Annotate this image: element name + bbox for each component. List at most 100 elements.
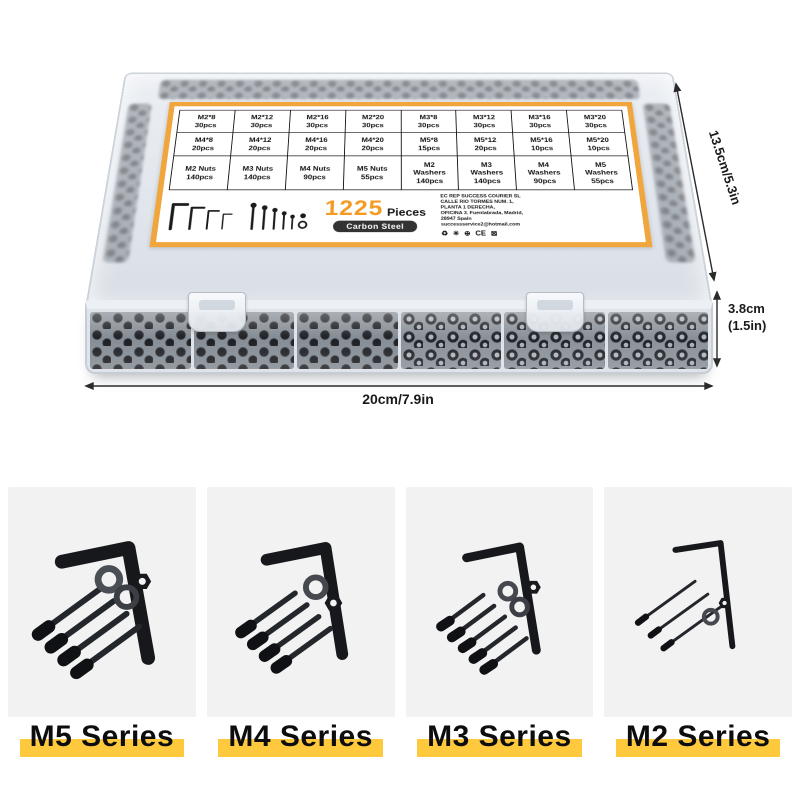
series-panels bbox=[8, 487, 792, 717]
spec-size: M2*8 bbox=[197, 113, 216, 121]
hardware-through-lid bbox=[102, 103, 152, 263]
spec-size: M2*16 bbox=[306, 113, 329, 121]
hex-keys-icon bbox=[163, 198, 241, 232]
washer-icon bbox=[702, 607, 720, 626]
spec-qty: 30pcs bbox=[473, 121, 496, 129]
spec-size: M2*20 bbox=[361, 113, 385, 121]
material-badge: Carbon Steel bbox=[332, 220, 418, 232]
spec-qty: 30pcs bbox=[250, 121, 273, 129]
spec-size: M5 Nuts bbox=[356, 164, 388, 173]
seal-icon: ✳ bbox=[452, 229, 460, 238]
spec-size: M3*8 bbox=[419, 113, 438, 121]
spec-size: M5*20 bbox=[586, 136, 610, 144]
spec-size: M4 bbox=[537, 160, 550, 169]
spec-size: M2*12 bbox=[250, 113, 274, 121]
spec-type: Washers bbox=[413, 168, 446, 177]
nut-icon bbox=[526, 580, 542, 594]
washer-icon bbox=[113, 584, 140, 610]
hardware-through-lid bbox=[157, 79, 641, 100]
spec-size: M4*12 bbox=[248, 136, 272, 144]
spec-size: M4*20 bbox=[361, 136, 384, 144]
box-front bbox=[85, 300, 713, 374]
series-name-m3: M3 Series bbox=[406, 720, 594, 757]
spec-qty: 30pcs bbox=[361, 121, 384, 129]
hex-key-icon bbox=[462, 542, 542, 655]
spec-qty: 90pcs bbox=[303, 172, 327, 181]
series-label: M3 Series bbox=[417, 720, 582, 757]
ce-mark: CE bbox=[475, 229, 487, 238]
spec-size: M4*16 bbox=[305, 136, 328, 144]
spec-qty: 140pcs bbox=[416, 176, 444, 185]
series-panel-m2 bbox=[604, 487, 792, 717]
spec-size: M3*20 bbox=[583, 113, 607, 121]
spec-qty: 55pcs bbox=[360, 172, 384, 181]
spec-type: Washers bbox=[527, 168, 561, 177]
spec-size: M3*16 bbox=[528, 113, 551, 121]
spec-qty: 20pcs bbox=[474, 144, 497, 152]
spec-type: Washers bbox=[470, 168, 504, 177]
recycle-icon: ♻ bbox=[441, 229, 449, 238]
spec-size: M5 bbox=[594, 160, 607, 169]
spec-qty: 20pcs bbox=[361, 144, 384, 152]
washer-icon bbox=[94, 565, 124, 594]
spec-size: M2 Nuts bbox=[184, 164, 217, 173]
spec-qty: 10pcs bbox=[530, 144, 554, 152]
nut-icon bbox=[324, 595, 342, 611]
washer-icon bbox=[302, 574, 329, 601]
spec-size: M3 Nuts bbox=[242, 164, 274, 173]
depth-in: (1.5in) bbox=[728, 317, 767, 333]
weee-bin-icon: ⊠ bbox=[490, 229, 498, 238]
hex-key-icon bbox=[54, 541, 155, 665]
spec-size: M5*12 bbox=[473, 136, 497, 144]
hex-key-icon bbox=[672, 540, 736, 650]
spec-qty: 140pcs bbox=[243, 172, 271, 181]
screws-icon bbox=[244, 198, 311, 232]
spec-qty: 15pcs bbox=[418, 144, 441, 152]
series-label: M5 Series bbox=[19, 720, 185, 757]
spec-qty: 10pcs bbox=[587, 144, 611, 152]
series-panel-m4 bbox=[206, 487, 395, 717]
spec-qty: 30pcs bbox=[584, 121, 608, 129]
compartment-nuts bbox=[297, 312, 398, 369]
series-panel-m5 bbox=[8, 487, 196, 717]
series-label: M2 Series bbox=[615, 720, 781, 757]
spec-size: M3 bbox=[480, 160, 493, 169]
screws-icon bbox=[31, 585, 143, 680]
compartment-washers bbox=[607, 312, 708, 369]
screws-icon bbox=[436, 592, 530, 675]
series-name-m5: M5 Series bbox=[8, 720, 196, 757]
spec-type: Washers bbox=[584, 168, 619, 177]
spec-qty: 140pcs bbox=[473, 176, 501, 185]
screws-icon bbox=[234, 590, 333, 674]
screws-icon bbox=[634, 579, 723, 652]
certification-icons: ♻ ✳ ⊕ CE ⊠ bbox=[441, 230, 585, 237]
spec-size: M4*8 bbox=[194, 136, 214, 144]
series-name-m2: M2 Series bbox=[604, 720, 792, 757]
spec-size: M5*8 bbox=[419, 136, 439, 144]
spec-size: M4 Nuts bbox=[299, 164, 331, 173]
spec-qty: 55pcs bbox=[590, 176, 615, 185]
compartment-washers bbox=[400, 312, 501, 369]
spec-qty: 30pcs bbox=[417, 121, 440, 129]
box-latch bbox=[526, 292, 584, 332]
